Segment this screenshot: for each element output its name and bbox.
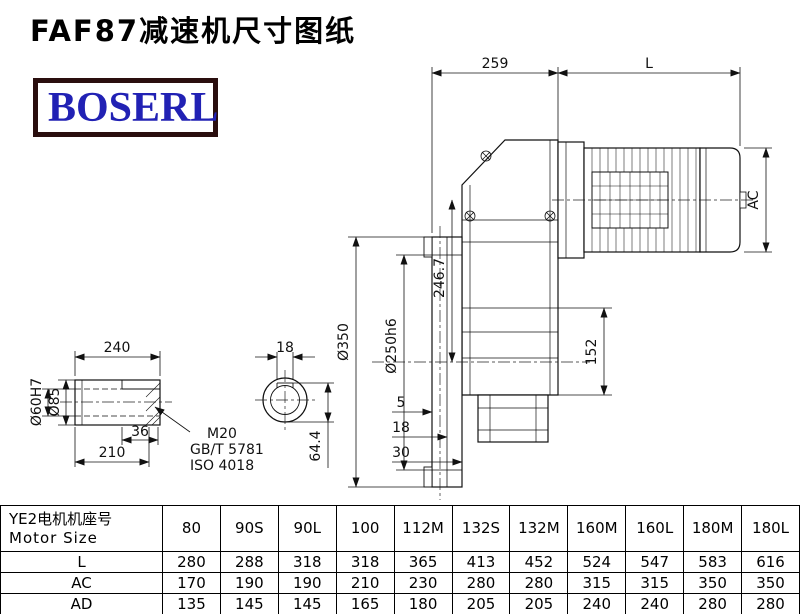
dimension-value-cell: 230 <box>393 572 453 594</box>
frame-size-column-header: 180M <box>683 505 743 552</box>
dimension-value-cell: 135 <box>162 593 221 614</box>
dim-thread-std-gb-label: GB/T 5781 <box>190 442 264 458</box>
dimension-value-cell: 547 <box>625 551 685 573</box>
dimension-value-cell: 180 <box>393 593 453 614</box>
dimension-value-cell: 205 <box>451 593 511 614</box>
frame-size-column-header: 180L <box>741 505 800 552</box>
dimension-value-cell: 280 <box>683 593 743 614</box>
frame-size-column-header: 80 <box>162 505 221 552</box>
dimension-value-cell: 165 <box>335 593 395 614</box>
dimension-lines <box>42 67 772 488</box>
dim-axis-height-label: 246.7 <box>432 258 448 298</box>
frame-size-column-header: 160L <box>625 505 685 552</box>
dim-shaft-length-label: 240 <box>104 340 131 356</box>
dim-step-18-label: 18 <box>392 420 410 436</box>
hollow-shaft-detail-view <box>74 379 161 426</box>
dimension-value-cell: 205 <box>509 593 569 614</box>
motor-size-header-cn: YE2电机机座号 <box>9 509 113 528</box>
row-label: AD <box>0 593 163 614</box>
dimension-value-cell: 280 <box>509 572 569 594</box>
dimension-value-cell: 240 <box>625 593 685 614</box>
dim-hub-length-label: 210 <box>99 445 126 461</box>
dimension-value-cell: 190 <box>277 572 337 594</box>
dimension-value-cell: 315 <box>567 572 627 594</box>
dim-key-depth-label: 64.4 <box>308 430 324 461</box>
dimension-value-cell: 315 <box>625 572 685 594</box>
dim-step-5-label: 5 <box>397 395 406 411</box>
dim-spigot-diameter-label: Ø250h6 <box>384 318 400 374</box>
dimension-value-cell: 318 <box>277 551 337 573</box>
gearbox-main-view <box>423 139 747 488</box>
dim-key-length-label: 36 <box>131 424 149 440</box>
boserl-logo-text: BOSERL <box>48 84 219 131</box>
row-label: AC <box>0 572 163 594</box>
dim-step-30-label: 30 <box>392 445 410 461</box>
technical-drawing: 259 L AC Ø350 Ø250h6 246.7 152 5 18 30 2… <box>29 56 772 500</box>
dim-thread-label: M20 <box>207 426 237 442</box>
frame-size-column-header: 112M <box>393 505 453 552</box>
dimension-value-cell: 280 <box>451 572 511 594</box>
motor-size-header-en: Motor Size <box>9 528 98 547</box>
row-label: L <box>0 551 163 573</box>
dim-hub-diameter-label: Ø85 <box>47 388 63 417</box>
frame-size-column-header: 90L <box>277 505 337 552</box>
frame-size-column-header: 132M <box>509 505 569 552</box>
dim-top-width-label: 259 <box>482 56 509 72</box>
bolt-icon <box>464 150 556 222</box>
frame-size-column-header: 90S <box>219 505 279 552</box>
frame-size-column-header: 132S <box>451 505 511 552</box>
dimension-value-cell: 210 <box>335 572 395 594</box>
dim-thread-std-iso-label: ISO 4018 <box>190 458 254 474</box>
dimension-value-cell: 190 <box>219 572 279 594</box>
frame-size-column-header: 100 <box>335 505 395 552</box>
dimension-value-cell: 280 <box>741 593 800 614</box>
dimension-value-cell: 318 <box>335 551 395 573</box>
dimension-value-cell: 452 <box>509 551 569 573</box>
page-title: FAF87减速机尺寸图纸 <box>30 14 357 48</box>
dimension-value-cell: 170 <box>162 572 221 594</box>
dimension-value-cell: 350 <box>741 572 800 594</box>
dimension-value-cell: 350 <box>683 572 743 594</box>
dimension-value-cell: 145 <box>277 593 337 614</box>
dimension-value-cell: 524 <box>567 551 627 573</box>
frame-size-column-header: 160M <box>567 505 627 552</box>
dimension-labels: 259 L AC Ø350 Ø250h6 246.7 152 5 18 30 2… <box>29 56 762 474</box>
boserl-logo: BOSERL <box>33 78 218 137</box>
dim-flange-diameter-label: Ø350 <box>336 323 352 361</box>
dimension-value-cell: 240 <box>567 593 627 614</box>
dim-motor-diameter-label: AC <box>746 190 762 209</box>
dimension-value-cell: 583 <box>683 551 743 573</box>
dimension-value-cell: 413 <box>451 551 511 573</box>
dimension-value-cell: 145 <box>219 593 279 614</box>
dimension-value-cell: 365 <box>393 551 453 573</box>
dim-key-width-label: 18 <box>276 340 294 356</box>
centerlines <box>60 199 756 500</box>
dimension-value-cell: 288 <box>219 551 279 573</box>
dimension-value-cell: 616 <box>741 551 800 573</box>
dim-motor-length-label: L <box>645 56 653 72</box>
lower-hub <box>477 394 549 443</box>
dimension-value-cell: 280 <box>162 551 221 573</box>
dim-bore-diameter-label: Ø60H7 <box>29 378 45 426</box>
dim-bottom-height-label: 152 <box>584 339 600 366</box>
gearbox-housing <box>461 139 559 443</box>
